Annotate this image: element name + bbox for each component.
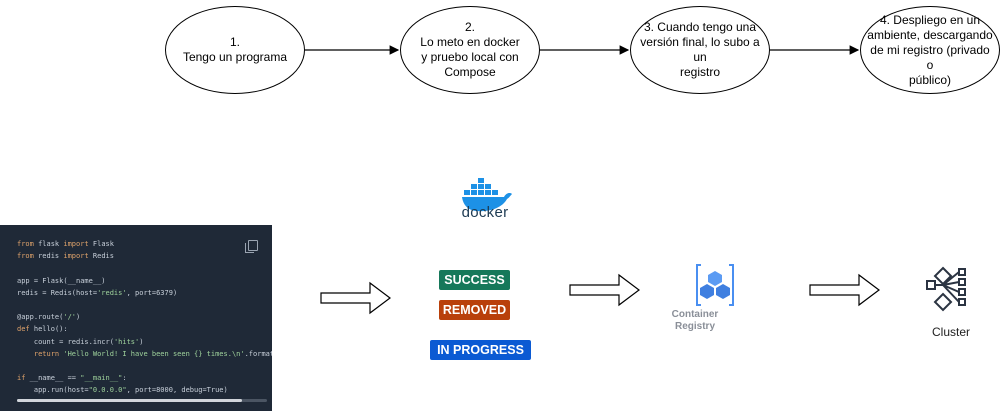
scrollbar-thumb[interactable] xyxy=(17,399,242,402)
code-line: from redis import Redis xyxy=(17,252,114,261)
code-line xyxy=(17,299,272,311)
step-1-node: 1. Tengo un programa xyxy=(165,6,305,94)
step-4-text: 4. Despliego en un ambiente, descargando… xyxy=(867,12,993,87)
code-panel: from flask import Flask from redis import… xyxy=(0,225,272,411)
step-1-text: 1. Tengo un programa xyxy=(182,35,288,64)
cluster-label: Cluster xyxy=(931,325,970,339)
block-arrow-1 xyxy=(320,281,391,315)
docker-whale-icon xyxy=(462,178,512,212)
code-line xyxy=(17,262,272,274)
step-2-node: 2. Lo meto en docker y pruebo local con … xyxy=(400,6,540,94)
code-line: app.run(host="0.0.0.0", port=8000, debug… xyxy=(17,386,228,395)
removed-badge: REMOVED xyxy=(439,300,510,320)
step-3-text: 3. Cuando tengo una versión final, lo su… xyxy=(640,20,760,79)
code-line: @app.route('/') xyxy=(17,313,81,322)
code-line: count = redis.incr('hits') xyxy=(17,337,144,346)
code-line: redis = Redis(host='redis', port=6379) xyxy=(17,288,178,297)
code-line: app = Flask(__name__) xyxy=(17,276,106,285)
block-arrow-2 xyxy=(569,273,640,307)
code-line: from flask import Flask xyxy=(17,240,114,248)
code-line: def hello(): xyxy=(17,325,68,334)
horizontal-scrollbar[interactable] xyxy=(17,399,267,402)
copy-icon[interactable] xyxy=(245,240,258,253)
code-line: return 'Hello World! I have been seen {}… xyxy=(33,349,272,358)
in-progress-badge: IN PROGRESS xyxy=(430,340,531,360)
code-line xyxy=(17,360,272,372)
step-2-text: 2. Lo meto en docker y pruebo local con … xyxy=(420,20,520,79)
container-registry-label: Container Registry xyxy=(671,309,719,332)
docker-label: docker xyxy=(461,204,509,221)
code-line: if __name__ == "__main__": xyxy=(17,374,127,383)
code-lines: from flask import Flask from redis import… xyxy=(17,238,272,396)
step-3-node: 3. Cuando tengo una versión final, lo su… xyxy=(630,6,770,94)
success-badge: SUCCESS xyxy=(439,270,510,290)
cluster-icon xyxy=(926,266,966,312)
container-registry-icon xyxy=(696,264,734,306)
block-arrow-3 xyxy=(809,273,880,307)
step-4-node: 4. Despliego en un ambiente, descargando… xyxy=(860,6,1000,94)
